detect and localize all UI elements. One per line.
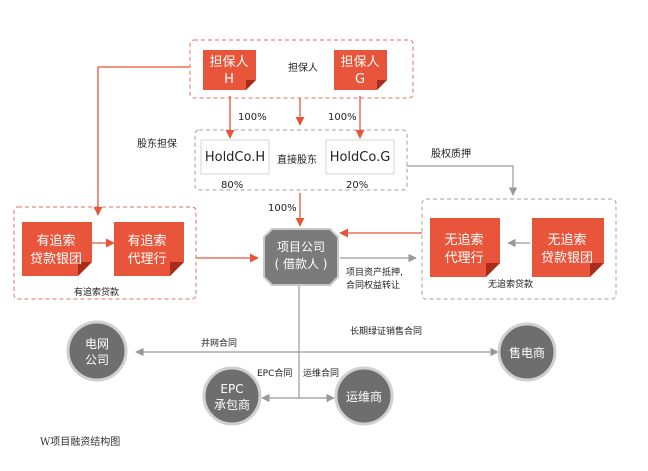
holdco-g-box: HoldCo.G <box>325 139 395 175</box>
project-company-line2: ( 借款人 ) <box>275 257 328 271</box>
holdco-group <box>194 129 408 191</box>
edge-shareholder-guarantee <box>93 66 190 216</box>
guarantor-h-line2: H <box>224 72 234 87</box>
holdco-h-box: HoldCo.H <box>200 139 270 175</box>
recourse-agent-line2: 代理行 <box>127 252 166 267</box>
guarantor-h-box: 担保人 H <box>203 50 256 90</box>
recourse-agent-line1: 有追索 <box>127 233 166 249</box>
ppa-contract-label: 长期绿证销售合同 <box>350 325 422 337</box>
guar-g-pct-label: 100% <box>328 112 357 123</box>
nonrecourse-agent-line2: 代理行 <box>444 251 483 266</box>
nonrecourse-agent-line1: 无追索 <box>444 232 483 248</box>
recourse-agent-box: 有追索 代理行 <box>114 222 184 276</box>
grid-company-line1: 电网 <box>85 337 109 351</box>
guarantor-group-label: 担保人 <box>288 61 318 74</box>
om-contractor-node: 运维商 <box>334 366 394 426</box>
direct-shareholder-label: 直接股东 <box>277 153 317 166</box>
asset-pledge-line2: 合同权益转让 <box>346 279 400 291</box>
holdco-g-label: HoldCo.G <box>330 150 391 165</box>
guarantor-group <box>189 39 414 99</box>
project-company-line1: 项目公司 <box>277 240 325 254</box>
recourse-bank-line1: 有追索 <box>36 233 75 249</box>
epc-contractor-line2: 承包商 <box>214 397 250 412</box>
epc-contractor-line1: EPC <box>220 382 243 396</box>
holdco-h-share: 80% <box>221 180 243 191</box>
grid-company-line2: 公司 <box>85 353 109 367</box>
recourse-bank-box: 有追索 贷款银团 <box>22 222 92 276</box>
figure-caption: W项目融资结构图 <box>40 437 121 448</box>
grid-company-node: 电网 公司 <box>66 320 128 382</box>
holdco-h-label: HoldCo.H <box>205 150 265 165</box>
guarantor-g-line1: 担保人 <box>340 55 379 70</box>
project-company-node: 项目公司 ( 借款人 ) <box>263 228 339 286</box>
nonrecourse-bank-box: 无追索 贷款银团 <box>532 218 604 277</box>
guarantor-g-line2: G <box>355 72 365 87</box>
nonrecourse-lender-group <box>421 198 617 300</box>
grid-contract-label: 并网合同 <box>201 337 237 349</box>
recourse-loan-label: 有追索贷款 <box>74 286 119 298</box>
nonrecourse-bank-line2: 贷款银团 <box>541 251 593 266</box>
power-seller-node: 售电商 <box>497 322 557 382</box>
guar-h-pct-label: 100% <box>238 112 267 123</box>
power-seller-label: 售电商 <box>509 345 545 360</box>
nonrecourse-loan-label: 无追索贷款 <box>488 278 533 290</box>
edge-equity-pledge <box>407 165 518 196</box>
recourse-bank-line2: 贷款银团 <box>30 252 82 267</box>
to-project-pct-label: 100% <box>268 203 297 214</box>
holdco-g-share: 20% <box>346 180 368 191</box>
nonrecourse-bank-line1: 无追索 <box>547 232 586 248</box>
om-contract-label: 运维合同 <box>303 367 339 379</box>
shareholder-guarantee-label: 股东担保 <box>137 137 177 150</box>
asset-pledge-line1: 项目资产抵押, <box>346 266 403 278</box>
guarantor-g-box: 担保人 G <box>334 50 387 90</box>
epc-contract-label: EPC合同 <box>257 367 292 379</box>
guarantor-h-line1: 担保人 <box>209 55 248 70</box>
om-contractor-label: 运维商 <box>346 389 382 404</box>
recourse-lender-group <box>13 206 197 300</box>
nonrecourse-agent-box: 无追索 代理行 <box>430 218 500 277</box>
equity-pledge-label: 股权质押 <box>431 147 471 160</box>
epc-contractor-node: EPC 承包商 <box>202 366 262 426</box>
